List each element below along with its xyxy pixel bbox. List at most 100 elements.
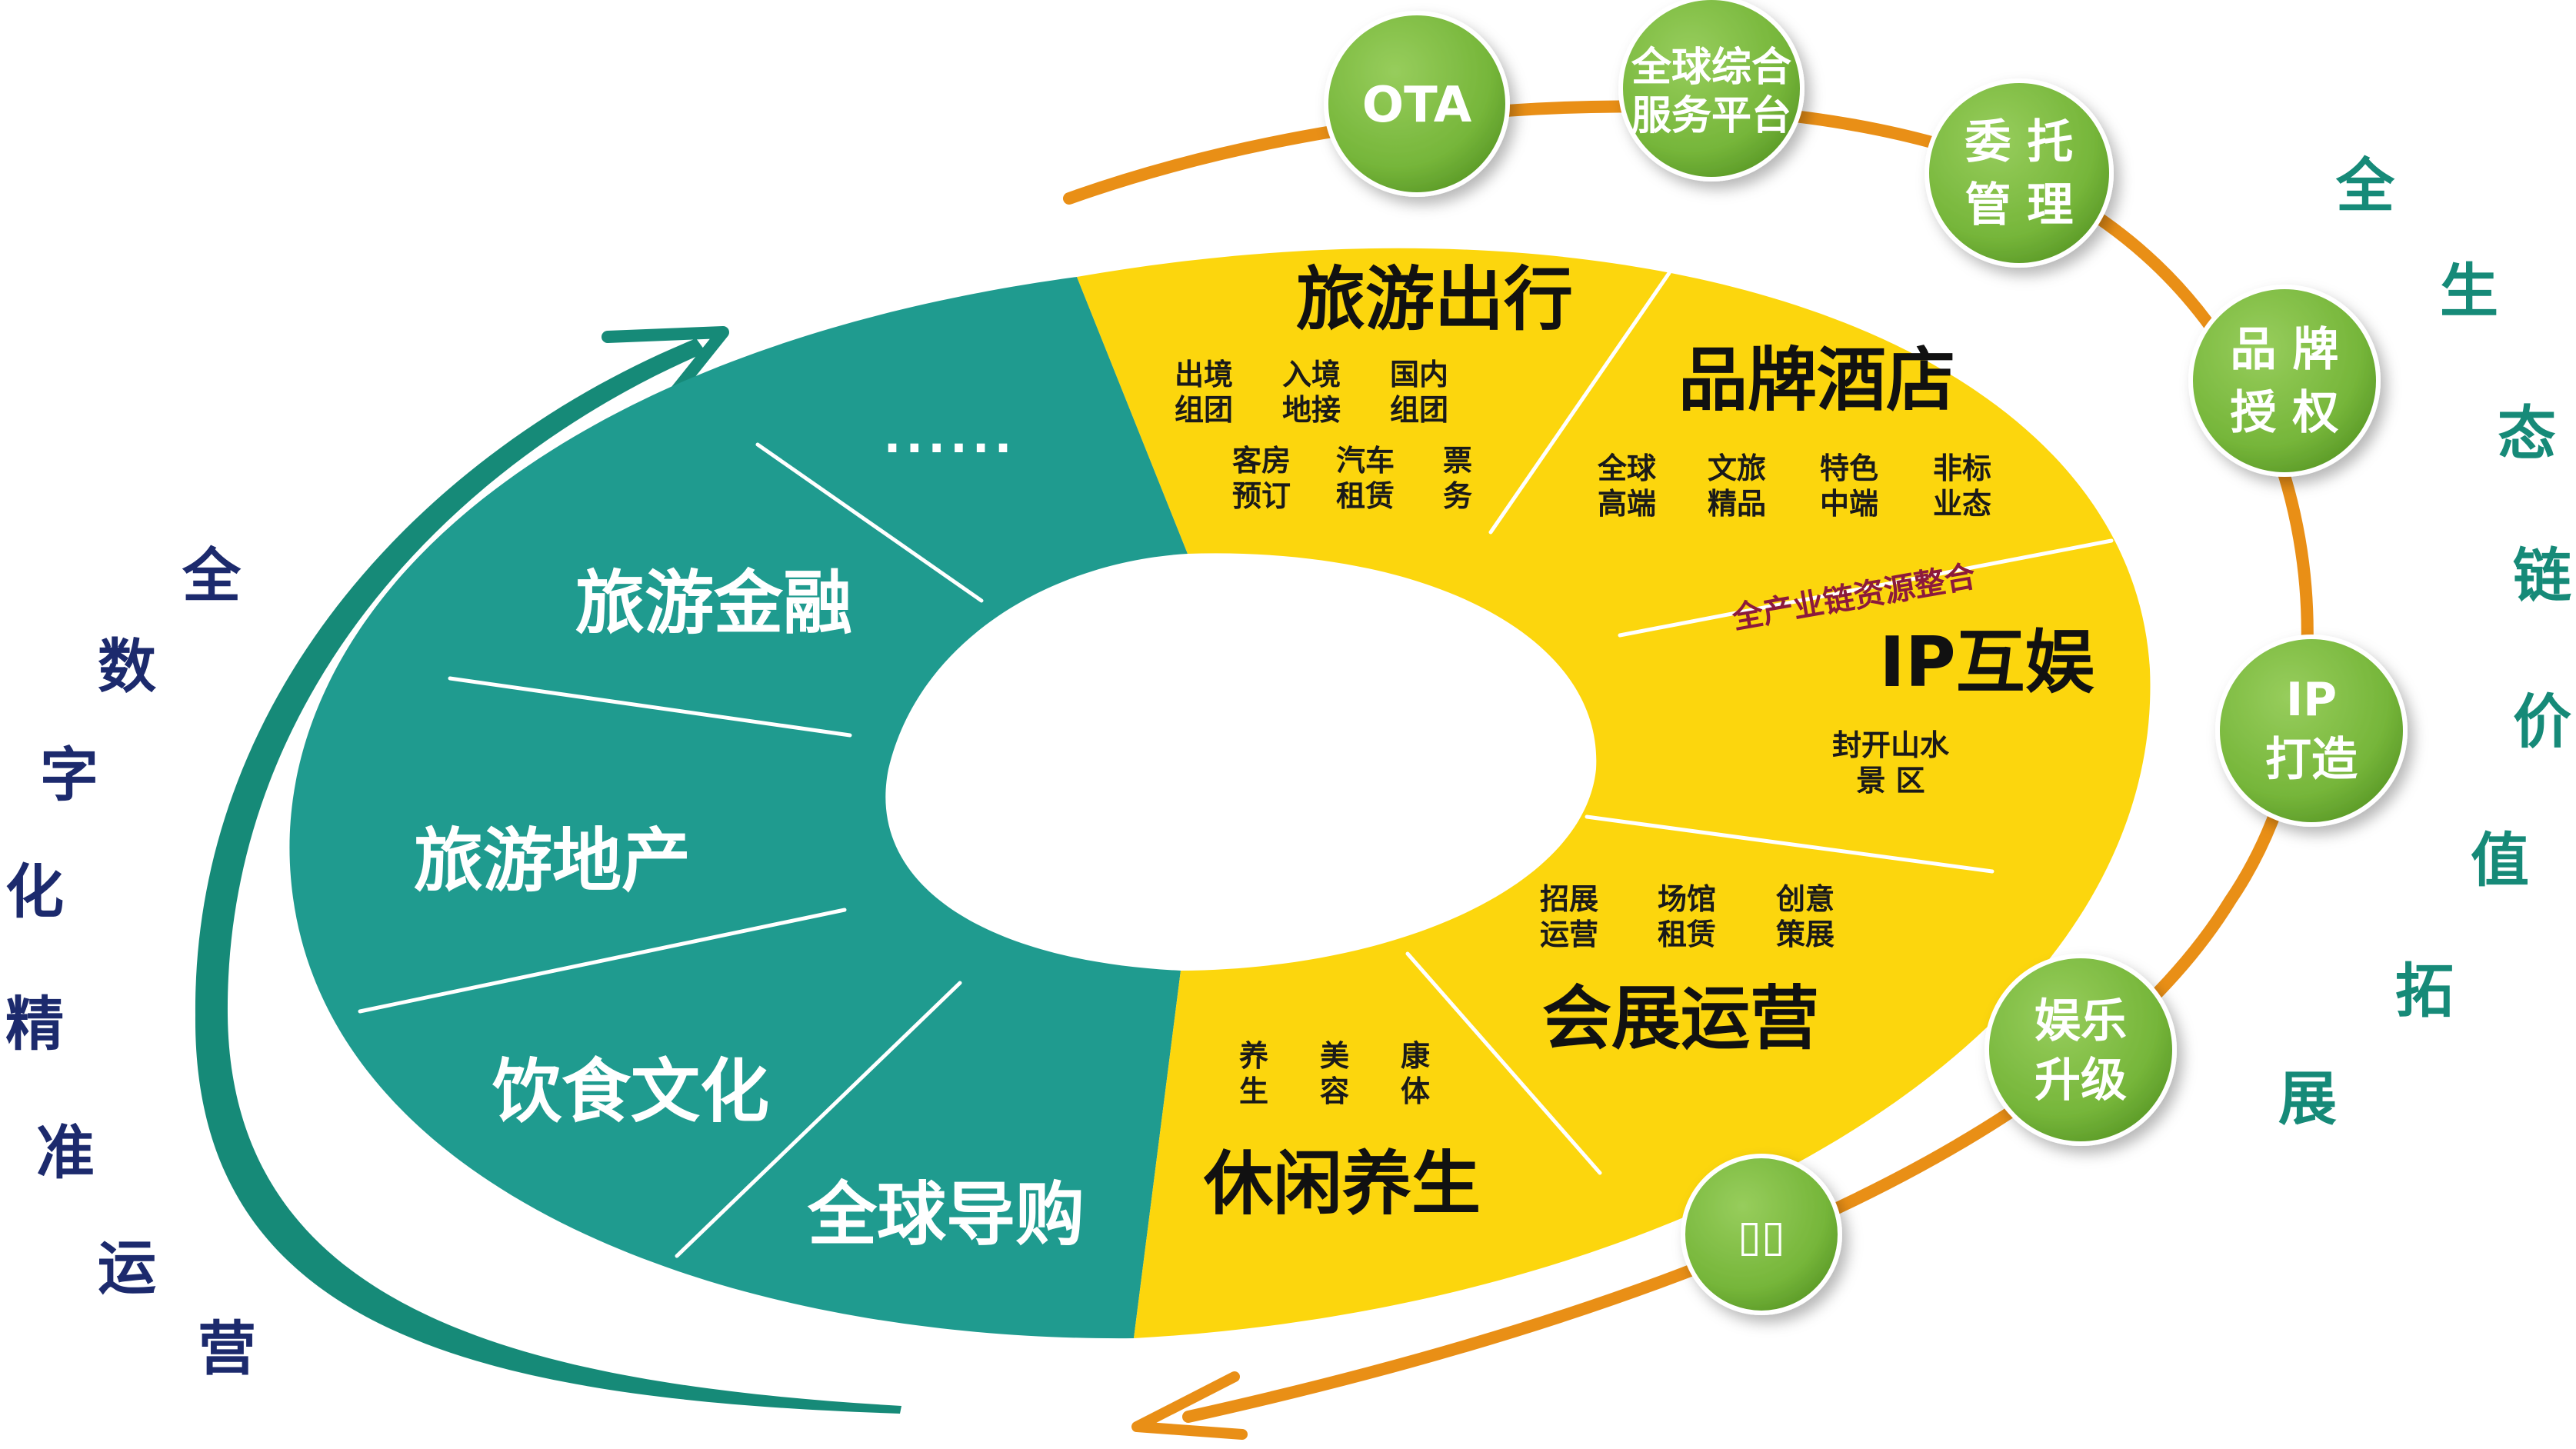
subitem: 体 bbox=[1401, 1074, 1430, 1108]
left-char: 字 bbox=[40, 741, 98, 809]
subitem: 生 bbox=[1239, 1074, 1268, 1108]
subitem: 国内 bbox=[1390, 358, 1448, 391]
circle-global-platform: 全球综合 服务平台 bbox=[1618, 0, 1805, 182]
circle-bg bbox=[1681, 1154, 1842, 1315]
right-char: 拓 bbox=[2395, 957, 2454, 1025]
teal-label-realestate: 旅游地产 bbox=[414, 821, 691, 901]
subitem: 运营 bbox=[1540, 918, 1598, 951]
circle-text: 娱乐 bbox=[2034, 994, 2127, 1048]
subitem: 租赁 bbox=[1336, 479, 1395, 513]
circle-text: 打造 bbox=[2265, 733, 2358, 787]
yellow-label-expo: 会展运营 bbox=[1542, 978, 1819, 1059]
circle-text: OTA bbox=[1362, 77, 1472, 134]
yellow-label-hotel: 品牌酒店 bbox=[1678, 340, 1955, 421]
right-char: 链 bbox=[2513, 541, 2571, 610]
subitem: 高端 bbox=[1598, 487, 1656, 521]
circle-text: 全球综合 bbox=[1631, 45, 1791, 91]
subitem: 场馆 bbox=[1658, 882, 1716, 916]
yellow-divider-4 bbox=[1405, 951, 1602, 1175]
circle-text: 委 托 bbox=[1965, 115, 2074, 169]
teal-divider-3 bbox=[358, 908, 847, 1014]
left-char: 全 bbox=[182, 541, 242, 610]
circle-bg bbox=[1925, 78, 2114, 268]
left-char: 精 bbox=[5, 990, 64, 1058]
yellow-label-travel: 旅游出行 bbox=[1296, 259, 1573, 340]
yellow-divider-2 bbox=[1618, 538, 2114, 638]
circle-text: ▯▯ bbox=[1738, 1211, 1785, 1261]
teal-label-finance: 旅游金融 bbox=[575, 563, 852, 644]
yellow-label-ip: IP互娱 bbox=[1879, 622, 2094, 703]
subitem: 业态 bbox=[1933, 487, 1991, 521]
circle-bg bbox=[1984, 954, 2177, 1146]
subitem: 汽车 bbox=[1336, 444, 1395, 478]
subitem: 养 bbox=[1239, 1039, 1268, 1073]
right-char: 全 bbox=[2335, 152, 2395, 220]
ring-yellow-half bbox=[1077, 248, 2151, 1338]
subitem: 非标 bbox=[1933, 451, 1991, 485]
right-char: 价 bbox=[2513, 688, 2571, 756]
circle-text: 授 权 bbox=[2231, 386, 2339, 440]
subitem: 入境 bbox=[1282, 358, 1341, 391]
subitem: 创意 bbox=[1776, 882, 1835, 916]
leisure-subitems: 养 生 美 容 康 体 bbox=[1239, 1039, 1430, 1108]
circle-text: 管 理 bbox=[1965, 178, 2074, 232]
circle-bg bbox=[1618, 0, 1805, 182]
subitem: 中端 bbox=[1820, 487, 1878, 521]
left-char: 运 bbox=[98, 1234, 156, 1302]
subitem: 组团 bbox=[1175, 393, 1233, 427]
circle-text: 服务平台 bbox=[1631, 93, 1791, 139]
ring-teal-half bbox=[289, 277, 1188, 1339]
circle-ip-creation: IP 打造 bbox=[2215, 635, 2408, 827]
expo-subitems: 招展 运营 场馆 租赁 创意 策展 bbox=[1540, 882, 1835, 951]
teal-label-shopping: 全球导购 bbox=[807, 1174, 1085, 1255]
right-char: 态 bbox=[2498, 399, 2556, 468]
subitem: 康 bbox=[1401, 1039, 1430, 1073]
teal-divider-2 bbox=[448, 676, 852, 738]
yellow-subitems: 出境 组团 入境 地接 国内 组团 客房 预订 汽车 租赁 票 务 全球 高端 … bbox=[1175, 358, 1991, 1108]
ip-subitems: 封开山水 景 区 bbox=[1832, 728, 1950, 798]
right-vertical-text: 全 生 态 链 价 值 拓 展 bbox=[2278, 152, 2571, 1133]
divider-lines bbox=[358, 271, 2114, 1258]
circle-text: 品 牌 bbox=[2231, 323, 2339, 377]
circle-unreadable: ▯▯ bbox=[1681, 1154, 1842, 1315]
subitem: 文旅 bbox=[1708, 451, 1766, 485]
hotel-subitems: 全球 高端 文旅 精品 特色 中端 非标 业态 bbox=[1597, 451, 1991, 521]
left-char: 化 bbox=[5, 858, 64, 926]
subitem: 务 bbox=[1443, 479, 1472, 513]
subitem: 组团 bbox=[1390, 393, 1448, 427]
left-vertical-text: 全 数 字 化 精 准 运 营 bbox=[5, 541, 256, 1383]
right-char: 值 bbox=[2471, 826, 2529, 894]
circle-entertainment-upgrade: 娱乐 升级 bbox=[1984, 954, 2177, 1146]
circle-ota: OTA bbox=[1324, 11, 1510, 197]
left-char: 营 bbox=[198, 1314, 256, 1383]
subitem: 景 区 bbox=[1856, 764, 1925, 798]
yellow-label-leisure: 休闲养生 bbox=[1203, 1144, 1481, 1224]
subitem: 地接 bbox=[1282, 393, 1341, 427]
subitem: 策展 bbox=[1776, 918, 1835, 951]
travel-subitems: 出境 组团 入境 地接 国内 组团 客房 预订 汽车 租赁 票 务 bbox=[1175, 358, 1472, 513]
subitem: 招展 bbox=[1540, 882, 1598, 916]
subitem: 出境 bbox=[1175, 358, 1233, 391]
subitem: 预订 bbox=[1232, 479, 1291, 513]
right-char: 展 bbox=[2278, 1064, 2337, 1133]
circle-text: 升级 bbox=[2034, 1054, 2127, 1108]
circle-text: IP bbox=[2286, 673, 2337, 727]
circle-bg bbox=[1324, 11, 1510, 197]
teal-divider-4 bbox=[675, 981, 962, 1258]
subitem: 票 bbox=[1443, 444, 1472, 478]
circle-brand-license: 品 牌 授 权 bbox=[2188, 285, 2381, 477]
yellow-divider-3 bbox=[1585, 814, 1994, 874]
teal-labels: ...... 旅游金融 旅游地产 饮食文化 全球导购 bbox=[414, 410, 1085, 1255]
subitem: 精品 bbox=[1708, 487, 1766, 521]
right-char: 生 bbox=[2440, 257, 2498, 325]
subitem: 封开山水 bbox=[1832, 728, 1950, 762]
subitem: 容 bbox=[1320, 1074, 1349, 1108]
subitem: 租赁 bbox=[1658, 918, 1716, 951]
orange-arrow-head bbox=[1131, 1371, 1248, 1440]
circle-bg bbox=[2188, 285, 2381, 477]
orange-arc bbox=[1063, 100, 2314, 1423]
left-char: 准 bbox=[36, 1118, 95, 1187]
subitem: 特色 bbox=[1820, 451, 1878, 485]
